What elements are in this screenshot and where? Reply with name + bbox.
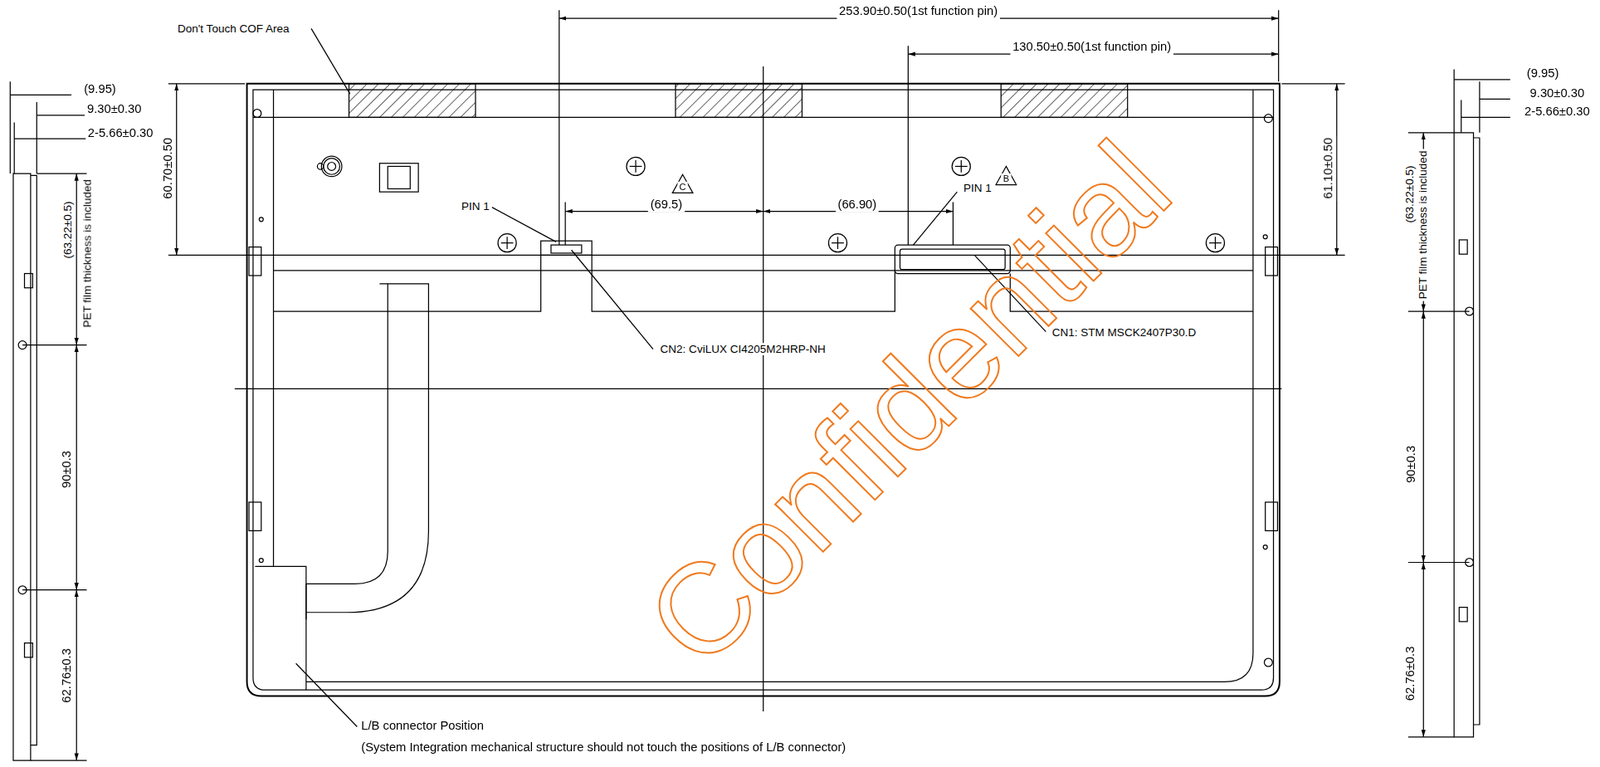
dimension: 90±0.3 (60, 448, 75, 491)
pin-label: PIN 1 (961, 180, 995, 195)
revision-mark: B (1000, 173, 1011, 185)
dimension: (63.22±0.5) (60, 199, 74, 261)
dimension: (9.95) (82, 82, 118, 98)
dimension: 62.76±0.3 (1404, 643, 1419, 703)
dimension: (63.22±0.5) (1402, 163, 1416, 225)
pin-label: PIN 1 (459, 200, 493, 214)
dimension: 60.70±0.50 (160, 136, 176, 202)
connector-label: CN2: CviLUX CI4205M2HRP-NH (658, 342, 828, 357)
connector-note: L/B connector Position (359, 719, 487, 734)
dimension: 9.30±0.30 (1527, 87, 1586, 102)
dimension: 130.50±0.50(1st function pin) (1010, 40, 1174, 55)
cof-note: Don't Touch COF Area (175, 22, 292, 36)
dimension: (66.90) (835, 198, 879, 213)
dimension: 61.10±0.50 (1321, 136, 1336, 202)
dimension: 2-5.66±0.30 (1522, 105, 1593, 120)
dimension: 90±0.3 (1404, 443, 1419, 485)
dimension: 253.90±0.50(1st function pin) (837, 4, 1000, 20)
side-note: PET film thickness is included (1417, 148, 1431, 302)
dimension: 62.76±0.3 (60, 646, 75, 705)
dimension: 2-5.66±0.30 (85, 126, 156, 142)
side-note: PET film thickness is included (81, 176, 95, 330)
connector-note: (System Integration mechanical structure… (359, 741, 935, 756)
dimension: (69.5) (648, 198, 684, 213)
dimension: (9.95) (1524, 67, 1561, 82)
dimension: 9.30±0.30 (84, 102, 143, 118)
revision-mark: C (677, 181, 688, 193)
